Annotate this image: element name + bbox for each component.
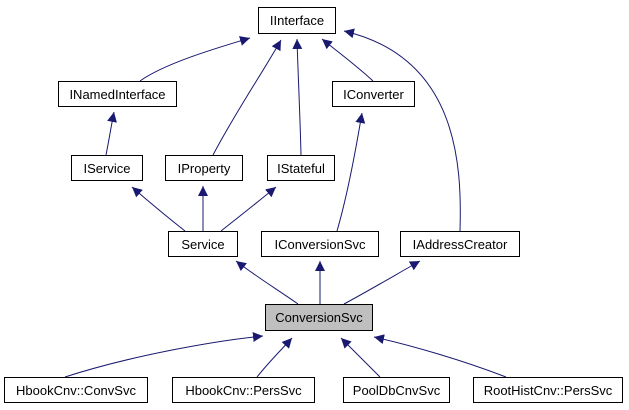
edge-roothistcnvperssvc-to-conversionsvc	[373, 334, 507, 378]
edge-service-to-iservice	[131, 186, 186, 232]
edge-iproperty-to-iinterface	[212, 39, 282, 156]
edge-iaddresscreator-to-iinterface	[343, 28, 461, 232]
class-node-roothistcnv-perssvc[interactable]: RootHistCnv::PersSvc	[473, 377, 623, 403]
class-node-conversionsvc: ConversionSvc	[265, 304, 373, 331]
class-node-pooldbcnvsvc[interactable]: PoolDbCnvSvc	[343, 377, 450, 403]
edge-pooldbcnvsvc-to-conversionsvc	[340, 337, 381, 378]
edge-hbookcnvconvsvc-to-conversionsvc	[64, 332, 264, 378]
class-node-iaddresscreator[interactable]: IAddressCreator	[400, 231, 520, 257]
class-node-hbookcnv-convsvc[interactable]: HbookCnv::ConvSvc	[4, 377, 148, 403]
class-node-inamedinterface[interactable]: INamedInterface	[58, 81, 177, 107]
edge-iconversionsvc-to-iconverter	[336, 112, 366, 232]
class-node-istateful[interactable]: IStateful	[267, 155, 335, 181]
class-node-iconverter[interactable]: IConverter	[332, 81, 415, 107]
edge-iconverter-to-iinterface	[321, 38, 374, 82]
edge-inamedinterface-to-iinterface	[139, 36, 251, 82]
class-node-service[interactable]: Service	[168, 231, 238, 257]
edge-iservice-to-inamedinterface	[105, 111, 117, 156]
edge-istateful-to-iinterface	[292, 38, 303, 156]
class-node-iinterface[interactable]: IInterface	[258, 7, 336, 34]
class-node-iservice[interactable]: IService	[71, 155, 143, 181]
class-node-iproperty[interactable]: IProperty	[165, 155, 243, 181]
edge-service-to-istateful	[220, 186, 277, 232]
class-node-hbookcnv-perssvc[interactable]: HbookCnv::PersSvc	[172, 377, 315, 403]
edge-conversionsvc-to-iaddresscreator	[343, 260, 421, 305]
class-node-iconversionsvc[interactable]: IConversionSvc	[261, 231, 379, 257]
edge-hbookcnvperssvc-to-conversionsvc	[256, 337, 293, 378]
edge-conversionsvc-to-service	[235, 260, 299, 305]
